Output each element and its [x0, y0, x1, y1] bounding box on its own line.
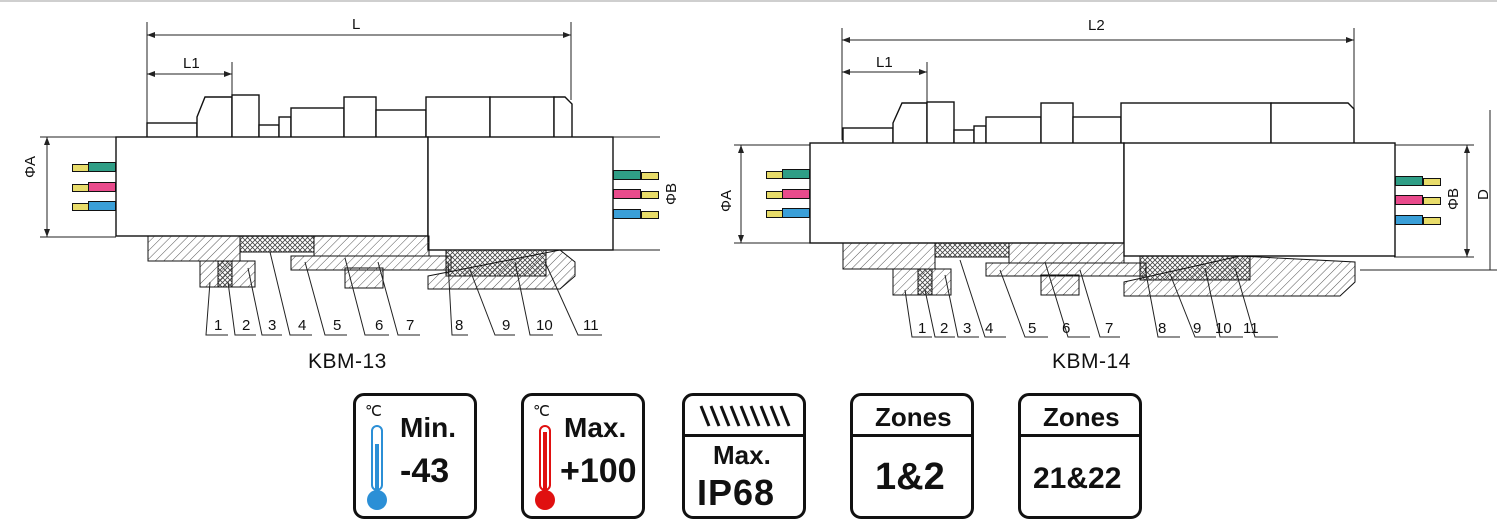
- part-label: 2: [242, 317, 251, 334]
- wire-blue: [782, 208, 810, 218]
- part-label: 8: [455, 317, 464, 334]
- celsius-unit: ℃: [533, 403, 550, 420]
- wire-green: [782, 169, 810, 179]
- badge-label: Max.: [564, 412, 627, 443]
- part-label: 2: [940, 320, 949, 337]
- dim-l2: L2: [1088, 17, 1105, 34]
- dim-phi-a: ΦA: [718, 190, 735, 212]
- kbm13-drawing: [40, 22, 660, 336]
- part-label: 11: [1243, 320, 1259, 337]
- badge-divider: [853, 434, 971, 437]
- badge-divider: [1021, 434, 1139, 437]
- badge-value: IP68: [697, 472, 776, 513]
- badge-value: +100: [560, 452, 637, 490]
- thermometer-cold-icon: [367, 425, 387, 510]
- badge-value: -43: [400, 452, 450, 490]
- badge-label: Zones: [1043, 402, 1120, 432]
- dim-phi-b: ΦB: [1445, 188, 1462, 210]
- badge-zones-21-22: Zones 21&22: [1018, 393, 1142, 519]
- badge-zones-1-2: Zones 1&2: [850, 393, 974, 519]
- wire-pink: [1423, 197, 1441, 205]
- dim-l1: L1: [876, 54, 893, 71]
- model-label-kbm14: KBM-14: [1052, 350, 1131, 373]
- part-label: 1: [918, 320, 927, 337]
- part-label: 1: [214, 317, 223, 334]
- badge-max-temp: ℃ Max. +100: [521, 393, 645, 519]
- badge-label: Min.: [400, 412, 456, 443]
- part-label: 6: [375, 317, 384, 334]
- dim-l: L: [352, 16, 361, 33]
- wire-green: [641, 172, 659, 180]
- badge-label: Max.: [713, 440, 771, 470]
- part-label: 5: [1028, 320, 1037, 337]
- celsius-unit: ℃: [365, 403, 382, 420]
- wire-green: [613, 170, 641, 180]
- part-label: 8: [1158, 320, 1167, 337]
- part-label: 4: [985, 320, 994, 337]
- wire-pink: [613, 189, 641, 199]
- wire-green: [1395, 176, 1423, 186]
- wire-pink: [88, 182, 116, 192]
- wire-pink: [641, 191, 659, 199]
- part-label: 7: [406, 317, 415, 334]
- badge-value: 21&22: [1033, 462, 1122, 495]
- top-rule: [0, 0, 1497, 2]
- part-label: 10: [536, 317, 553, 334]
- thermometer-hot-icon: [535, 425, 555, 510]
- wire-green: [1423, 178, 1441, 186]
- part-label: 5: [333, 317, 342, 334]
- wire-pink: [782, 189, 810, 199]
- badge-value: 1&2: [875, 456, 945, 498]
- part-label: 4: [298, 317, 307, 334]
- dim-d: D: [1475, 189, 1492, 200]
- wire-blue: [88, 201, 116, 211]
- part-label: 9: [502, 317, 511, 334]
- wire-green: [88, 162, 116, 172]
- badge-min-temp: ℃ Min. -43: [353, 393, 477, 519]
- badge-divider: [685, 434, 803, 437]
- part-label: 10: [1215, 320, 1232, 337]
- dim-l1: L1: [183, 55, 200, 72]
- wire-blue: [613, 209, 641, 219]
- model-label-kbm13: KBM-13: [308, 350, 387, 373]
- wire-pink: [1395, 195, 1423, 205]
- wire-blue: [1395, 215, 1423, 225]
- badge-ip68: Max. IP68: [682, 393, 806, 519]
- part-label: 3: [963, 320, 972, 337]
- water-hatch-icon: [699, 405, 791, 427]
- wire-blue: [641, 211, 659, 219]
- badge-label: Zones: [875, 402, 952, 432]
- part-label: 9: [1193, 320, 1202, 337]
- part-label: 11: [583, 317, 599, 334]
- part-label: 3: [268, 317, 277, 334]
- part-label: 7: [1105, 320, 1114, 337]
- kbm14-drawing: [734, 28, 1497, 338]
- part-label: 6: [1062, 320, 1071, 337]
- wire-blue: [1423, 217, 1441, 225]
